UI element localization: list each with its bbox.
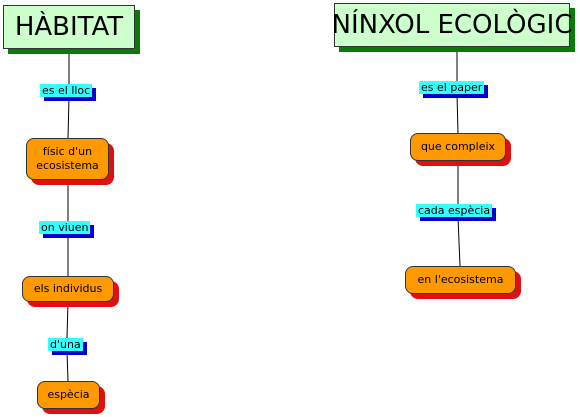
link-label-es-el-paper: es el paper	[419, 81, 485, 94]
node-especia[interactable]: espècia	[37, 381, 100, 409]
link-label-on-viuen: on viuen	[39, 221, 91, 234]
node-que-compleix[interactable]: que compleix	[410, 133, 506, 161]
node-en-lecosistema[interactable]: en l'ecosistema	[405, 266, 516, 294]
link-label-es-el-lloc: es el lloc	[40, 84, 93, 97]
concept-habitat[interactable]: HÀBITAT	[3, 5, 135, 49]
link-label-duna: d'una	[48, 338, 83, 351]
node-els-individus[interactable]: els individus	[22, 276, 114, 302]
node-fisic-dun-ecosistema[interactable]: físic d'un ecosistema	[26, 138, 109, 180]
link-label-cada-especia: cada espècia	[416, 204, 493, 217]
concept-ninxol-ecologic[interactable]: NÍNXOL ECOLÒGIC	[332, 3, 573, 47]
